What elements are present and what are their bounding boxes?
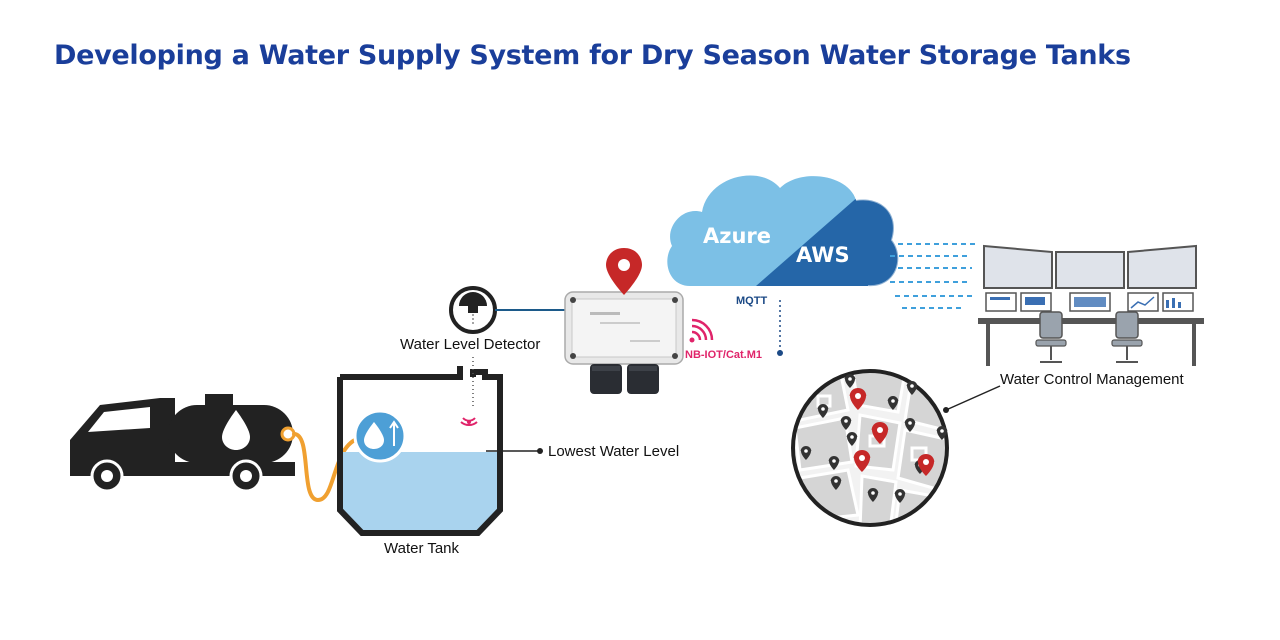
water-drop-icon <box>222 410 250 450</box>
map-pin-dot <box>804 449 808 453</box>
map-pin-icon <box>936 426 948 440</box>
map-pin-dot <box>834 479 838 483</box>
network-label: NB-IOT/Cat.M1 <box>685 349 762 361</box>
gateway-device-icon <box>564 291 684 394</box>
map-pin-icon <box>800 446 812 460</box>
map-pin-icon <box>904 418 916 432</box>
map-pin-dot <box>848 377 852 381</box>
page-title: Developing a Water Supply System for Dry… <box>54 40 1131 71</box>
map-pins <box>800 374 948 503</box>
map-pin-icon <box>830 476 842 490</box>
level-sensor-icon <box>449 286 497 334</box>
data-stream-lines <box>890 243 976 309</box>
sensor-signal-icon <box>460 417 478 426</box>
map-pin-dot <box>940 429 944 433</box>
protocol-label: MQTT <box>736 295 767 307</box>
map-pin-dot <box>871 491 875 495</box>
map-pin-icon <box>867 488 879 502</box>
water-tank-label: Water Tank <box>384 540 460 557</box>
map-pin-dot <box>821 407 825 411</box>
water-level-detector-label: Water Level Detector <box>400 336 540 353</box>
map-pin-icon <box>906 381 918 395</box>
map-pin-dot <box>844 419 848 423</box>
map-pin-dot <box>859 455 865 461</box>
signal-icon <box>689 318 714 343</box>
truck-icon <box>70 394 296 493</box>
map-pin-icon <box>887 396 899 410</box>
map-pin-dot <box>850 435 854 439</box>
map-pin-dot <box>910 384 914 388</box>
map-pin-icon <box>840 416 852 430</box>
cloud-azure-label: Azure <box>703 224 771 248</box>
map-pin-dot <box>908 421 912 425</box>
control-center-label: Water Control Management <box>1000 371 1185 388</box>
map-icon <box>791 369 949 527</box>
location-pin-icon <box>606 248 642 295</box>
cloud-aws-label: AWS <box>796 243 850 267</box>
water-tank <box>337 366 503 536</box>
map-pin-dot <box>898 492 902 496</box>
map-pin-icon <box>846 432 858 446</box>
map-pin-icon <box>817 404 829 418</box>
map-pin-icon <box>844 374 856 388</box>
map-pin-dot <box>891 399 895 403</box>
map-pin-dot <box>855 393 861 399</box>
map-pin-dot <box>832 459 836 463</box>
map-pin-dot <box>923 459 929 465</box>
map-pin-icon <box>894 489 906 503</box>
control-room-icon <box>978 244 1204 366</box>
map-pin-icon <box>828 456 840 470</box>
cloud-icon: Azure AWS <box>667 175 900 288</box>
lowest-water-level-label: Lowest Water Level <box>548 443 679 460</box>
map-pin-dot <box>877 427 883 433</box>
